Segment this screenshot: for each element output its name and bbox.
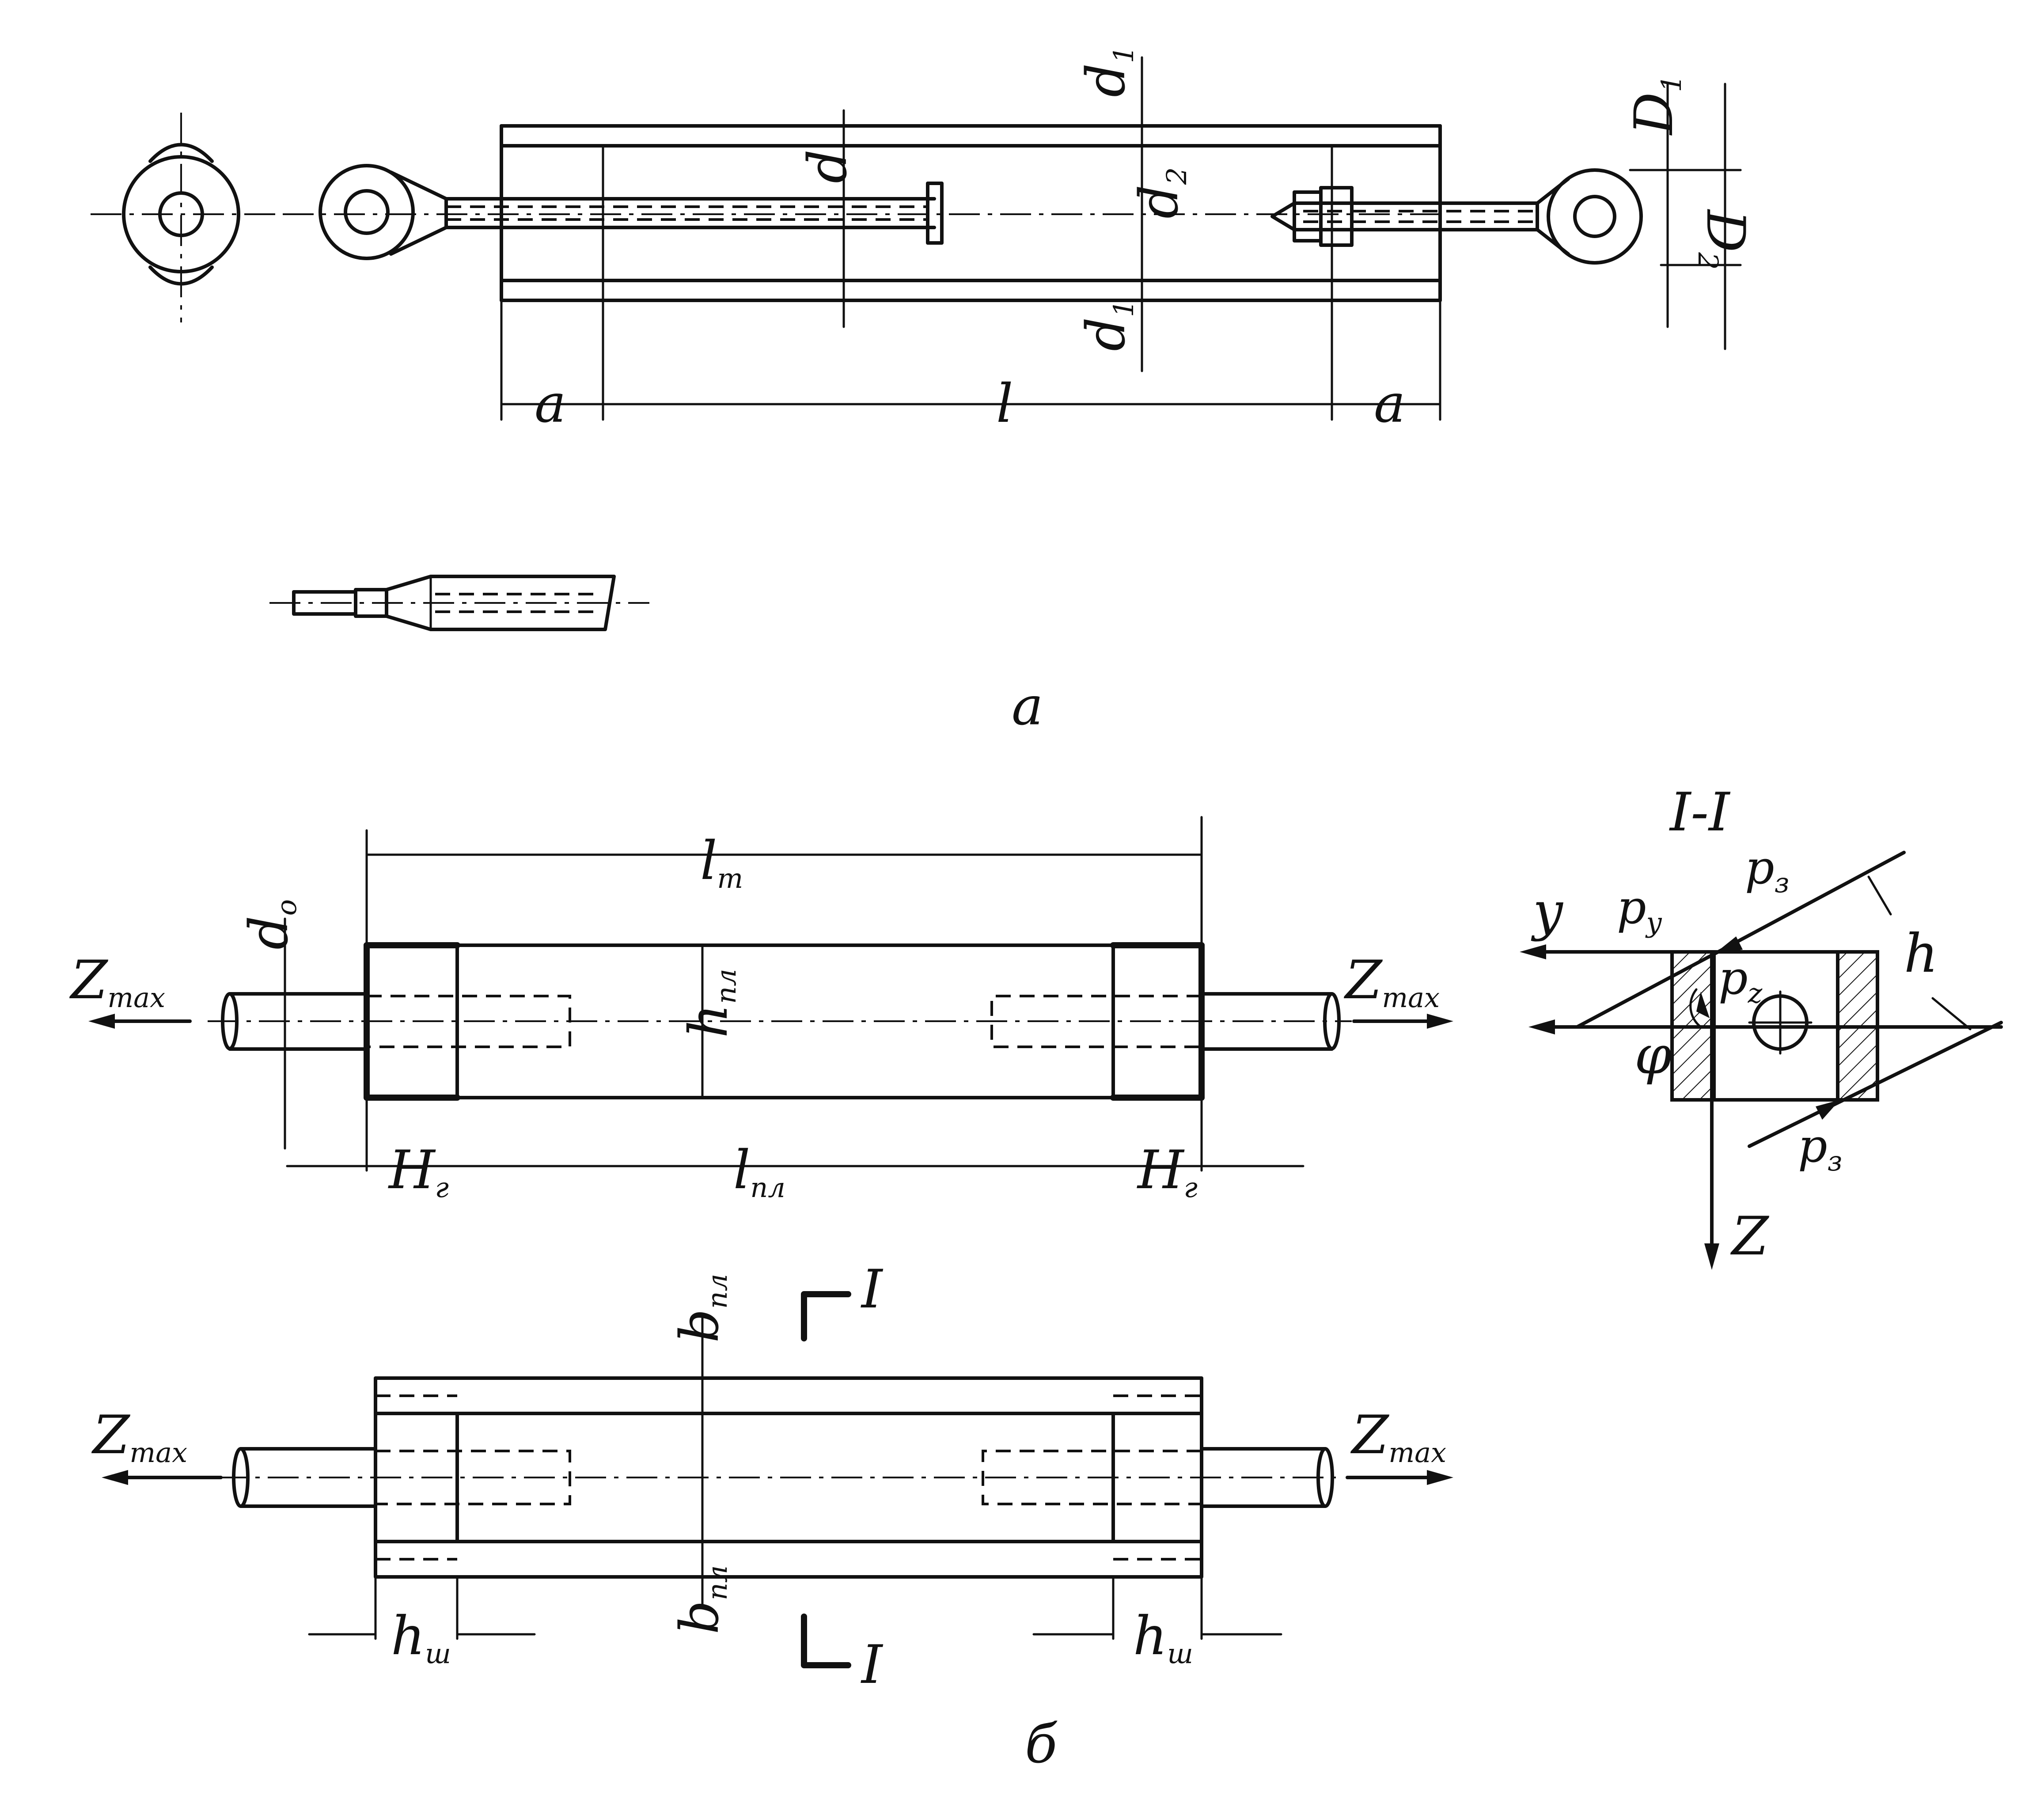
dim-a-right: a	[1374, 373, 1406, 435]
dim-l: l	[996, 373, 1013, 435]
dim-bpl-top: bпл	[669, 1274, 733, 1343]
force-zmax-lower-right: Zmax	[1350, 1405, 1446, 1469]
nut-washer	[1293, 190, 1323, 242]
panel-b-upper: lт do hпл Hг lпл Hг Zmax Zmax	[69, 816, 1453, 1204]
dim-D1: D1	[1623, 75, 1688, 136]
eye-end-view	[91, 113, 278, 322]
dim-lpl: lпл	[733, 1140, 785, 1204]
force-p3-top: pз	[1745, 841, 1789, 899]
dim-h: h	[1904, 923, 1938, 985]
tube-body	[283, 124, 1442, 421]
dim-Hg-left: Hг	[388, 1140, 449, 1204]
panel-b-lower: I I bпл bпл hш hш Zmax Zmax б	[91, 1259, 1453, 1775]
dim-lt: lт	[700, 830, 743, 894]
dim-hpl: hпл	[678, 969, 742, 1038]
force-pz: pz	[1718, 951, 1763, 1009]
middle-vertical-dims	[842, 56, 1742, 372]
force-zmax-right: Zmax	[1343, 950, 1440, 1014]
dim-hsh-right: hш	[1133, 1606, 1193, 1670]
panel-a: d1 d d2 d1 D1 D2 a l a a	[91, 46, 1756, 737]
dim-d1-top: d1	[1076, 46, 1140, 97]
section-mark-bottom: I	[861, 1634, 884, 1696]
force-p3-bottom: pз	[1798, 1119, 1842, 1177]
caption-b: б	[1025, 1714, 1058, 1775]
axis-y: y	[1531, 881, 1564, 943]
axis-z: Z	[1730, 1206, 1770, 1267]
force-zmax-lower-left: Zmax	[91, 1405, 187, 1469]
angle-phi: φ	[1634, 1025, 1672, 1086]
dim-Hg-right: Hг	[1137, 1140, 1198, 1204]
dim-a-left: a	[535, 373, 566, 435]
caption-a: a	[1012, 676, 1043, 737]
rod-end-detail	[269, 575, 649, 631]
dim-d1-bottom: d1	[1076, 300, 1140, 351]
dim-hsh-left: hш	[391, 1606, 451, 1670]
dim-d2: d2	[1129, 167, 1193, 219]
right-eye-rod	[1270, 168, 1643, 265]
dim-d0: do	[239, 899, 303, 950]
dim-d: d	[797, 149, 859, 183]
dim-D2: D2	[1692, 209, 1756, 270]
nut	[1319, 186, 1354, 247]
force-zmax-left: Zmax	[69, 950, 165, 1014]
section-title: I-I	[1669, 782, 1731, 843]
force-py: py	[1617, 880, 1662, 939]
dim-bpl-bottom: bпл	[669, 1565, 733, 1634]
left-eye-rod	[319, 164, 944, 260]
section-mark-top: I	[861, 1259, 884, 1320]
section-view: I-I y py pz pз pз φ h Z	[1520, 782, 2003, 1270]
